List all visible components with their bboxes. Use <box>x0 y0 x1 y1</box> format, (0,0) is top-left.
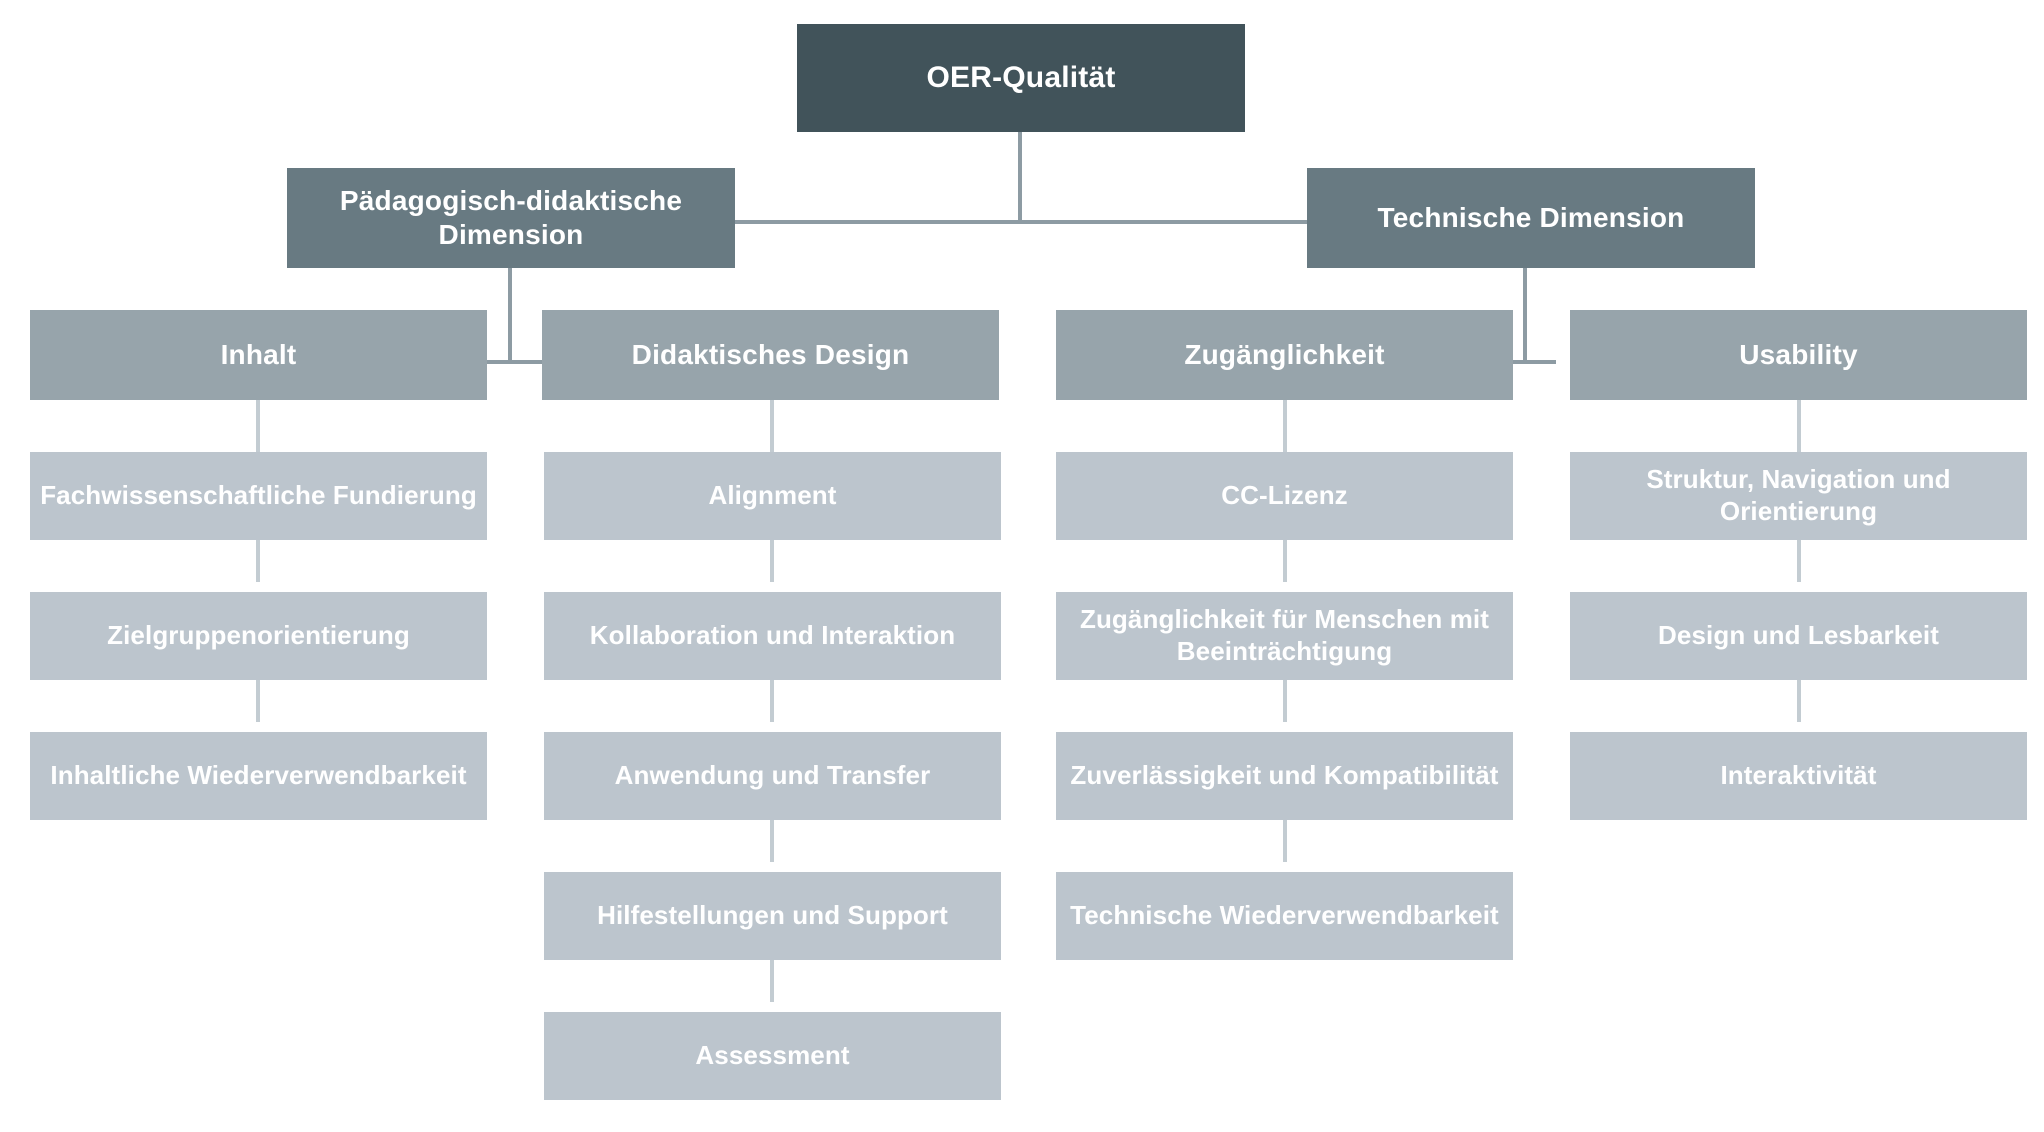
node-criterion-label: Design und Lesbarkeit <box>1658 620 1939 651</box>
node-criterion-interaktivitaet[interactable]: Interaktivität <box>1570 732 2027 820</box>
connector-col1-chain-3 <box>256 680 260 722</box>
node-criterion-alignment[interactable]: Alignment <box>544 452 1001 540</box>
connector-col2-chain-4 <box>770 820 774 862</box>
node-category-usability[interactable]: Usability <box>1570 310 2027 400</box>
node-criterion-label: Assessment <box>695 1040 850 1071</box>
node-root-oer-quality[interactable]: OER-Qualität <box>797 24 1245 132</box>
node-criterion-assessment[interactable]: Assessment <box>544 1012 1001 1100</box>
node-criterion-zugaenglichkeit-fuer-menschen-mit-beeintraechtigung[interactable]: Zugänglichkeit für Menschen mit Beeinträ… <box>1056 592 1513 680</box>
node-criterion-anwendung-und-transfer[interactable]: Anwendung und Transfer <box>544 732 1001 820</box>
node-criterion-label: Fachwissenschaftliche Fundierung <box>40 480 477 511</box>
node-category-inhalt[interactable]: Inhalt <box>30 310 487 400</box>
node-criterion-label: Struktur, Navigation und Orientierung <box>1646 464 1951 526</box>
node-criterion-label: Alignment <box>708 480 837 511</box>
node-dimension-pedagogical[interactable]: Pädagogisch-didaktische Dimension <box>287 168 735 268</box>
node-criterion-label: Technische Wiederverwendbarkeit <box>1070 900 1499 931</box>
connector-col3-chain-4 <box>1283 820 1287 862</box>
node-criterion-zielgruppenorientierung[interactable]: Zielgruppenorientierung <box>30 592 487 680</box>
node-criterion-label: Hilfestellungen und Support <box>597 900 948 931</box>
node-criterion-label: CC-Lizenz <box>1221 480 1348 511</box>
connector-col1-chain-1 <box>256 400 260 456</box>
node-criterion-kollaboration-und-interaktion[interactable]: Kollaboration und Interaktion <box>544 592 1001 680</box>
node-criterion-label: Zielgruppenorientierung <box>107 620 410 651</box>
node-category-didaktisches-design-label: Didaktisches Design <box>631 338 910 370</box>
node-dimension-technical[interactable]: Technische Dimension <box>1307 168 1755 268</box>
node-criterion-design-und-lesbarkeit[interactable]: Design und Lesbarkeit <box>1570 592 2027 680</box>
connector-root-bus <box>731 220 1560 224</box>
connector-col1-chain-2 <box>256 540 260 582</box>
node-criterion-struktur-navigation-und-orientierung[interactable]: Struktur, Navigation und Orientierung <box>1570 452 2027 540</box>
node-dimension-technical-label: Technische Dimension <box>1377 201 1685 233</box>
connector-col2-chain-5 <box>770 960 774 1002</box>
node-criterion-label: Inhaltliche Wiederverwendbarkeit <box>50 760 467 791</box>
connector-pedagogical-stem <box>508 267 512 362</box>
node-category-zugaenglichkeit[interactable]: Zugänglichkeit <box>1056 310 1513 400</box>
connector-col4-chain-2 <box>1797 540 1801 582</box>
connector-col4-chain-1 <box>1797 400 1801 456</box>
node-category-didaktisches-design[interactable]: Didaktisches Design <box>542 310 999 400</box>
node-criterion-label: Zuverlässigkeit und Kompatibilität <box>1070 760 1499 791</box>
connector-technical-stem <box>1523 267 1527 362</box>
connector-col2-chain-1 <box>770 400 774 456</box>
connector-col3-chain-1 <box>1283 400 1287 456</box>
node-category-inhalt-label: Inhalt <box>220 338 297 370</box>
node-criterion-zuverlaessigkeit-und-kompatibilitaet[interactable]: Zuverlässigkeit und Kompatibilität <box>1056 732 1513 820</box>
connector-col3-chain-3 <box>1283 680 1287 722</box>
node-criterion-inhaltliche-wiederverwendbarkeit[interactable]: Inhaltliche Wiederverwendbarkeit <box>30 732 487 820</box>
node-criterion-label: Anwendung und Transfer <box>614 760 931 791</box>
node-criterion-label: Kollaboration und Interaktion <box>589 620 956 651</box>
node-category-usability-label: Usability <box>1739 338 1858 370</box>
connector-col4-chain-3 <box>1797 680 1801 722</box>
node-criterion-label: Zugänglichkeit für Menschen mit Beeinträ… <box>1079 604 1490 666</box>
node-root-label: OER-Qualität <box>926 60 1116 94</box>
node-criterion-technische-wiederverwendbarkeit[interactable]: Technische Wiederverwendbarkeit <box>1056 872 1513 960</box>
node-category-zugaenglichkeit-label: Zugänglichkeit <box>1184 338 1385 370</box>
node-dimension-pedagogical-label: Pädagogisch-didaktische Dimension <box>339 184 683 250</box>
node-criterion-hilfestellungen-und-support[interactable]: Hilfestellungen und Support <box>544 872 1001 960</box>
connector-col2-chain-3 <box>770 680 774 722</box>
node-criterion-cc-lizenz[interactable]: CC-Lizenz <box>1056 452 1513 540</box>
connector-root-stem <box>1018 132 1022 222</box>
node-criterion-label: Interaktivität <box>1720 760 1877 791</box>
connector-col2-chain-2 <box>770 540 774 582</box>
node-criterion-fachwissenschaftliche-fundierung[interactable]: Fachwissenschaftliche Fundierung <box>30 452 487 540</box>
connector-col3-chain-2 <box>1283 540 1287 582</box>
